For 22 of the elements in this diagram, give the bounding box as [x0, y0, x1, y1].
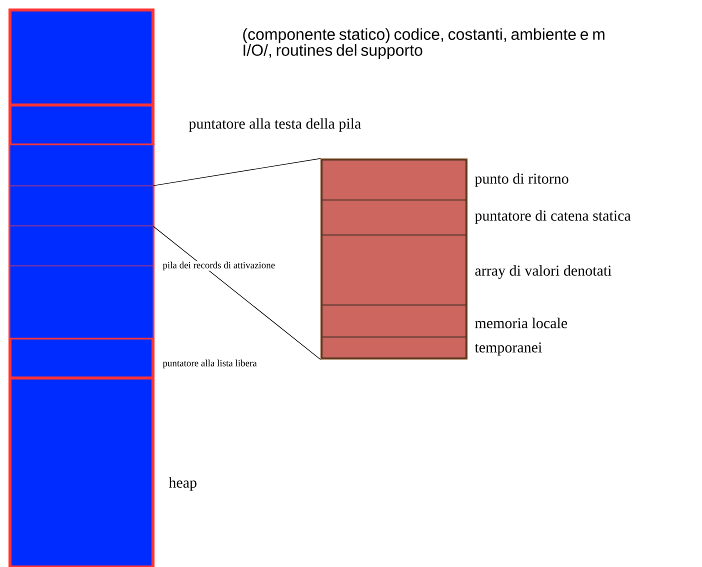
memory-segment	[10, 266, 154, 338]
record-field	[322, 304, 466, 338]
memory-segment	[10, 186, 154, 226]
memory-segment	[10, 144, 154, 186]
segment-label: temporanei	[474, 342, 543, 356]
segment-label: (componente statico) codice, costanti, ambiente e m I/O/, routines del supporto	[243, 28, 604, 60]
record-field	[322, 336, 466, 358]
segment-label: puntatore alla testa della pila	[188, 118, 362, 132]
memory-segment	[8, 104, 154, 146]
segment-label: punto di ritorno	[474, 172, 570, 188]
record-field	[322, 200, 466, 236]
segment-label: puntatore di catena statica	[474, 210, 632, 224]
segment-label: array di valori denotati	[474, 264, 612, 280]
record-field	[322, 160, 466, 200]
connector-line	[152, 226, 321, 360]
segment-label: heap	[168, 476, 198, 492]
memory-segment	[10, 226, 154, 266]
segment-label: puntatore alla lista libera	[162, 359, 258, 369]
connector-line	[152, 158, 321, 186]
memory-segment	[8, 336, 154, 380]
segment-label: memoria locale	[474, 317, 568, 329]
segment-label: pila dei records di attivazione	[162, 261, 276, 271]
